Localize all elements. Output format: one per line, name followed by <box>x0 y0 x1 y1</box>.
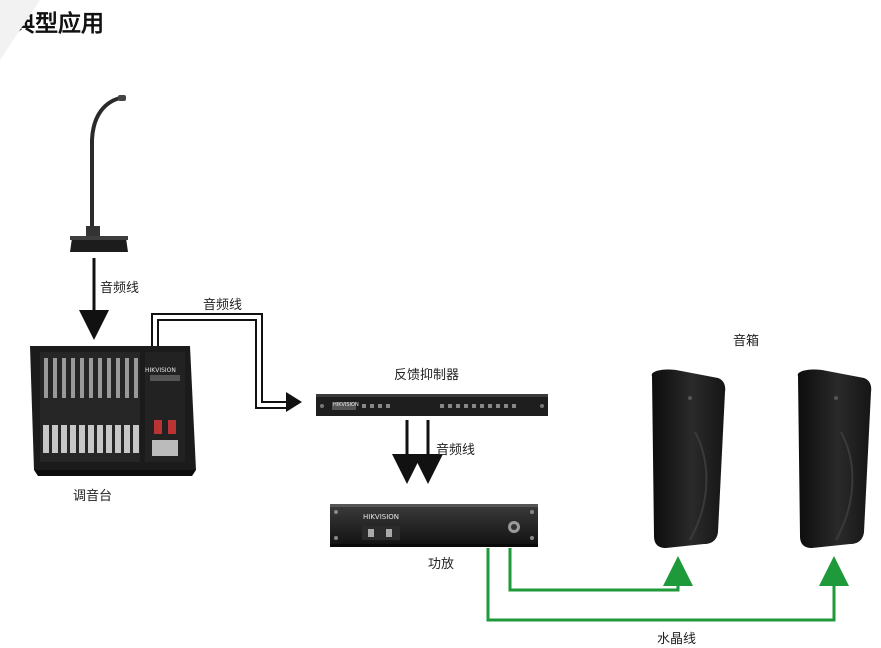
feedback-brand-label: HIKVISION <box>333 402 359 408</box>
speaker-right-icon <box>797 369 872 548</box>
corner-decoration <box>0 0 40 60</box>
mic-to-mixer-cable-label: 音频线 <box>100 281 140 296</box>
feedback-suppressor-icon <box>316 394 548 416</box>
mixer-to-feedback-arrow <box>286 392 302 412</box>
crystal-cable-label: 水晶线 <box>657 632 697 647</box>
microphone-icon <box>70 95 128 252</box>
amplifier-brand-label: HIKVISION <box>363 513 400 521</box>
mixer-label: 调音台 <box>73 489 113 504</box>
mixer-brand-label: HIKVISION <box>145 367 176 374</box>
speaker-left-icon <box>651 369 726 548</box>
speakers-label: 音箱 <box>733 334 760 349</box>
amplifier-label: 功放 <box>428 557 455 572</box>
mixer-icon <box>30 346 196 476</box>
mixer-to-feedback-cable-label: 音频线 <box>203 298 243 313</box>
mixer-to-feedback-cable <box>151 313 290 409</box>
amp-to-right-speaker-cable <box>486 548 849 622</box>
feedback-suppressor-label: 反馈抑制器 <box>394 368 460 383</box>
feedback-to-amp-cable-label: 音频线 <box>436 443 476 458</box>
amp-to-left-speaker-cable <box>508 548 693 592</box>
amplifier-icon <box>330 504 538 547</box>
